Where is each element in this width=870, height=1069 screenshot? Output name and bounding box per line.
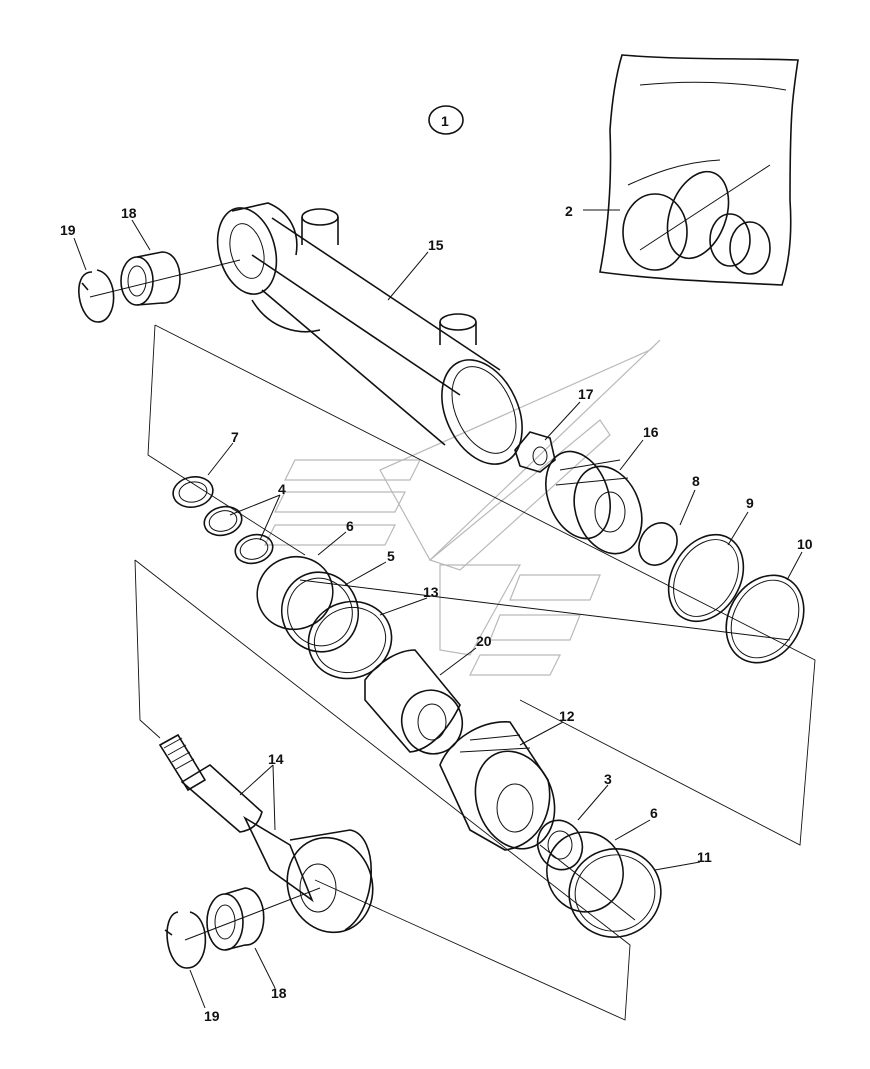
callout-20: 20 <box>476 633 492 649</box>
callout-6b: 6 <box>650 805 658 821</box>
piston <box>545 450 643 555</box>
assembly-guide-lines <box>89 259 816 1021</box>
assembly-number: 1 <box>441 113 449 129</box>
gland-head <box>439 721 556 851</box>
callout-15: 15 <box>428 237 444 253</box>
callout-8: 8 <box>692 473 700 489</box>
backup-ring-a <box>256 555 334 631</box>
hex-nut <box>514 431 556 473</box>
callout-labels: 1 2 3 4 5 6 6 7 8 9 10 11 12 13 14 15 16… <box>60 113 813 1024</box>
callout-5: 5 <box>387 548 395 564</box>
wear-ring <box>725 574 805 664</box>
callout-12: 12 <box>559 708 575 724</box>
o-ring-11 <box>568 848 662 938</box>
callout-18a: 18 <box>121 205 137 221</box>
wiper-ring <box>172 476 214 508</box>
assembly-number-badge <box>428 105 464 135</box>
snap-ring-bottom <box>164 911 207 969</box>
callout-14: 14 <box>268 751 284 767</box>
callout-19a: 19 <box>60 222 76 238</box>
callout-7: 7 <box>231 429 239 445</box>
callout-2: 2 <box>565 203 573 219</box>
bushing-3 <box>536 819 584 871</box>
callout-11: 11 <box>697 849 712 865</box>
callout-19b: 19 <box>204 1008 220 1024</box>
callout-leaders <box>73 209 803 1009</box>
snap-ring-top <box>78 269 115 323</box>
seal-pair <box>203 505 274 565</box>
callout-13: 13 <box>423 584 439 600</box>
callout-4: 4 <box>278 481 286 497</box>
bushing-top <box>120 251 181 306</box>
watermark-logo <box>264 339 661 676</box>
callout-10: 10 <box>797 536 813 552</box>
callout-3: 3 <box>604 771 612 787</box>
seal-ring <box>667 533 745 623</box>
callout-18b: 18 <box>271 985 287 1001</box>
callout-6a: 6 <box>346 518 354 534</box>
piston-rod <box>158 733 374 934</box>
spacer-sleeve <box>364 649 464 755</box>
bushing-bottom <box>206 887 265 951</box>
callout-17: 17 <box>578 386 594 402</box>
cylinder-barrel <box>216 202 523 465</box>
seal-kit-bag <box>599 54 799 286</box>
o-ring-13 <box>307 600 393 680</box>
callout-9: 9 <box>746 495 754 511</box>
callout-16: 16 <box>643 424 659 440</box>
o-ring-small <box>638 522 678 566</box>
rod-seal <box>280 571 360 653</box>
